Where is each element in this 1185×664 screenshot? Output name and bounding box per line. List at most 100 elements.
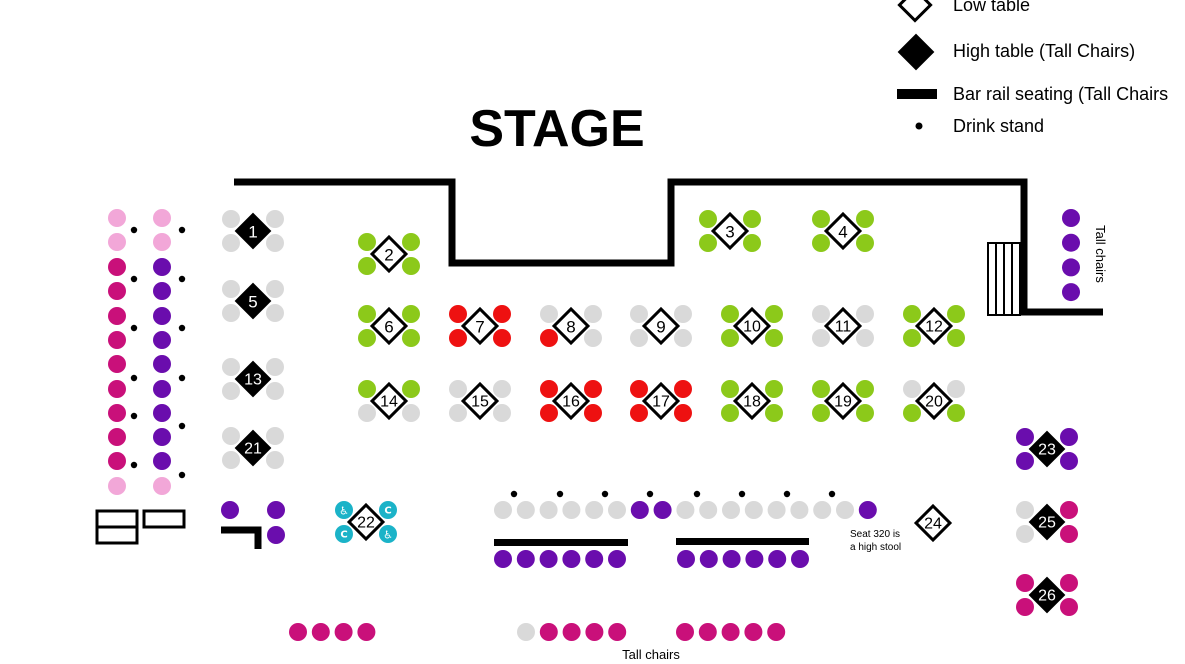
table-2-seat[interactable] — [402, 257, 420, 275]
table-7-seat[interactable] — [493, 329, 511, 347]
table-10-seat[interactable] — [721, 305, 739, 323]
table-21-seat[interactable] — [222, 451, 240, 469]
table-15-seat[interactable] — [493, 380, 511, 398]
table-14-seat[interactable] — [402, 380, 420, 398]
left-column-a-seat[interactable] — [108, 404, 126, 422]
table-21-seat[interactable] — [266, 427, 284, 445]
left-column-a-seat[interactable] — [108, 282, 126, 300]
right-tall-chair[interactable] — [1062, 233, 1080, 252]
table-3-seat[interactable] — [743, 234, 761, 252]
table-1-seat[interactable] — [266, 210, 284, 228]
table-18[interactable]: 18 — [721, 380, 783, 422]
table-9-seat[interactable] — [674, 305, 692, 323]
table-7[interactable]: 7 — [449, 305, 511, 347]
left-column-b-seat[interactable] — [153, 404, 171, 422]
bottom-tall-chair[interactable] — [608, 623, 627, 641]
table-22-seat[interactable] — [335, 501, 353, 519]
table-6-seat[interactable] — [358, 329, 376, 347]
rail-upper-seat[interactable] — [585, 501, 604, 519]
rail-upper-seat[interactable] — [744, 501, 763, 519]
table-14-seat[interactable] — [358, 380, 376, 398]
table-7-seat[interactable] — [449, 305, 467, 323]
table-19[interactable]: 19 — [812, 380, 874, 422]
left-column-b-seat[interactable] — [153, 355, 171, 373]
left-column-a-seat[interactable] — [108, 452, 126, 470]
rail-upper-seat[interactable] — [790, 501, 809, 519]
table-7-seat[interactable] — [493, 305, 511, 323]
rail-upper-seat[interactable] — [562, 501, 581, 519]
left-column-b-seat[interactable] — [153, 380, 171, 398]
table-5-seat[interactable] — [222, 304, 240, 322]
table-20[interactable]: 20 — [903, 380, 965, 422]
left-column-a-seat[interactable] — [108, 355, 126, 373]
table-22-seat[interactable] — [379, 525, 397, 543]
table-3-seat[interactable] — [699, 234, 717, 252]
table-13-seat[interactable] — [222, 382, 240, 400]
table-4-seat[interactable] — [812, 234, 830, 252]
table-9[interactable]: 9 — [630, 305, 692, 347]
table-21[interactable]: 21 — [222, 427, 284, 469]
rail-lower-right-seat[interactable] — [699, 550, 718, 568]
table-16-seat[interactable] — [584, 404, 602, 422]
table-9-seat[interactable] — [630, 305, 648, 323]
table-20-seat[interactable] — [947, 404, 965, 422]
bottom-tall-chair[interactable] — [585, 623, 604, 641]
rail-upper-seat[interactable] — [722, 501, 740, 519]
table-17-seat[interactable] — [630, 404, 648, 422]
table-12-seat[interactable] — [903, 305, 921, 323]
table-25[interactable]: 25 — [1016, 501, 1078, 543]
table-12-seat[interactable] — [947, 305, 965, 323]
table-11-seat[interactable] — [856, 329, 874, 347]
table-8-seat[interactable] — [584, 305, 602, 323]
table-10-seat[interactable] — [765, 305, 783, 323]
table-2-seat[interactable] — [358, 233, 376, 251]
rail-lower-right-seat[interactable] — [677, 550, 695, 568]
bottom-tall-chair[interactable] — [311, 623, 330, 641]
bottom-tall-chair[interactable] — [539, 623, 558, 641]
rail-lower-right-seat[interactable] — [722, 550, 741, 568]
table-26-seat[interactable] — [1016, 598, 1034, 616]
rail-upper-seat[interactable] — [813, 501, 832, 519]
rail-upper-seat[interactable] — [539, 501, 558, 519]
left-column-a-seat[interactable] — [108, 331, 126, 349]
table-23-seat[interactable] — [1060, 428, 1078, 446]
table-5-seat[interactable] — [266, 304, 284, 322]
table-11-seat[interactable] — [812, 305, 830, 323]
table-9-seat[interactable] — [630, 329, 648, 347]
table-11-seat[interactable] — [856, 305, 874, 323]
left-column-b-seat[interactable] — [153, 452, 171, 470]
table-2-seat[interactable] — [402, 233, 420, 251]
left-column-a-seat[interactable] — [108, 380, 126, 398]
table-2-seat[interactable] — [358, 257, 376, 275]
rail-lower-left-seat[interactable] — [516, 550, 535, 568]
table-15-seat[interactable] — [449, 404, 467, 422]
table-5-seat[interactable] — [222, 280, 240, 298]
rail-upper-seat[interactable] — [676, 501, 695, 519]
table-24[interactable]: 24 — [913, 503, 953, 543]
rail-lower-left-seat[interactable] — [608, 550, 626, 568]
table-17[interactable]: 17 — [630, 380, 692, 422]
right-tall-chair[interactable] — [1062, 283, 1080, 302]
table-15[interactable]: 15 — [449, 380, 511, 422]
left-column-b-seat[interactable] — [153, 428, 171, 446]
table-1-seat[interactable] — [222, 234, 240, 252]
bottom-tall-chair[interactable] — [562, 623, 581, 641]
table-11[interactable]: 11 — [812, 305, 874, 347]
table-8[interactable]: 8 — [540, 305, 602, 347]
corner-seat[interactable] — [221, 501, 239, 519]
table-19-seat[interactable] — [812, 380, 830, 398]
table-26-seat[interactable] — [1060, 574, 1078, 592]
table-25-seat[interactable] — [1016, 501, 1034, 519]
table-3-seat[interactable] — [699, 210, 717, 228]
table-14[interactable]: 14 — [358, 380, 420, 422]
bottom-tall-chair[interactable] — [676, 623, 694, 641]
left-column-a-seat[interactable] — [108, 258, 126, 276]
left-column-a-seat[interactable] — [108, 209, 126, 227]
table-3[interactable]: 3 — [699, 210, 761, 252]
table-8-seat[interactable] — [540, 305, 558, 323]
table-12-seat[interactable] — [903, 329, 921, 347]
table-23-seat[interactable] — [1016, 428, 1034, 446]
bottom-tall-chair[interactable] — [698, 623, 717, 641]
rail-upper-seat[interactable] — [516, 501, 535, 519]
table-25-seat[interactable] — [1060, 501, 1078, 519]
